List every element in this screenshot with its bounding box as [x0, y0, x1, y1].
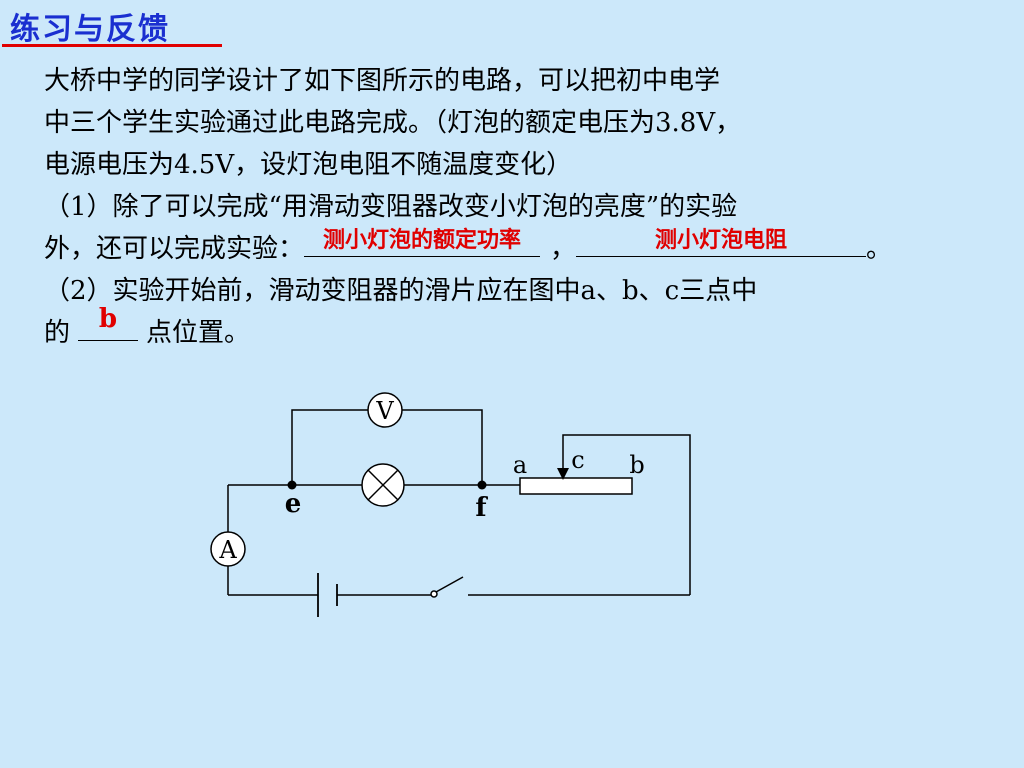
switch-pivot	[430, 590, 438, 598]
point-b-label: b	[629, 451, 644, 479]
text-line-3: 电源电压为4.5V，设灯泡电阻不随温度变化）	[44, 150, 573, 180]
point-c-label: c	[571, 446, 584, 474]
text-line-4: （1）除了可以完成“用滑动变阻器改变小灯泡的亮度”的实验	[44, 192, 738, 222]
slide-title: 练习与反馈	[10, 12, 170, 47]
text-line-5: 外，还可以完成实验： 测小灯泡的额定功率 ， 测小灯泡电阻 。	[44, 228, 994, 270]
line5-separator: ，	[550, 234, 577, 264]
answer-2: 测小灯泡电阻	[655, 228, 788, 253]
text-line-1: 大桥中学的同学设计了如下图所示的电路，可以把初中电学	[44, 66, 721, 96]
line7-prefix: 的	[44, 318, 71, 348]
answer-blank-1: 测小灯泡的额定功率	[304, 228, 541, 257]
voltmeter-label: V	[375, 397, 394, 425]
line5-prefix: 外，还可以完成实验：	[44, 234, 305, 264]
rheostat	[519, 477, 633, 495]
junction-f	[477, 480, 487, 490]
text-line-6: （2）实验开始前，滑动变阻器的滑片应在图中a、b、c三点中	[44, 276, 758, 306]
ammeter-label: A	[218, 536, 237, 564]
question-text: 大桥中学的同学设计了如下图所示的电路，可以把初中电学 中三个学生实验通过此电路完…	[44, 60, 994, 354]
line5-end: 。	[866, 234, 893, 264]
node-e-label: e	[285, 489, 302, 519]
point-a-label: a	[513, 451, 527, 479]
switch-lever	[435, 576, 464, 593]
node-f-label: f	[475, 493, 488, 523]
answer-blank-2: 测小灯泡电阻	[576, 228, 867, 257]
answer-3: b	[98, 304, 118, 334]
answer-blank-3: b	[78, 304, 139, 341]
answer-1: 测小灯泡的额定功率	[323, 228, 522, 253]
slider-wire	[562, 434, 691, 595]
slider-arrow-icon	[557, 468, 569, 480]
voltmeter-icon	[367, 392, 403, 428]
voltmeter-wire-right	[402, 409, 483, 485]
line7-suffix: 点位置。	[146, 318, 251, 348]
junction-e	[287, 480, 297, 490]
text-line-2: 中三个学生实验通过此电路完成。（灯泡的额定电压为3.8V，	[44, 108, 742, 138]
voltmeter-wire	[291, 409, 368, 485]
ammeter-icon	[210, 531, 246, 567]
title-underline	[2, 44, 222, 47]
